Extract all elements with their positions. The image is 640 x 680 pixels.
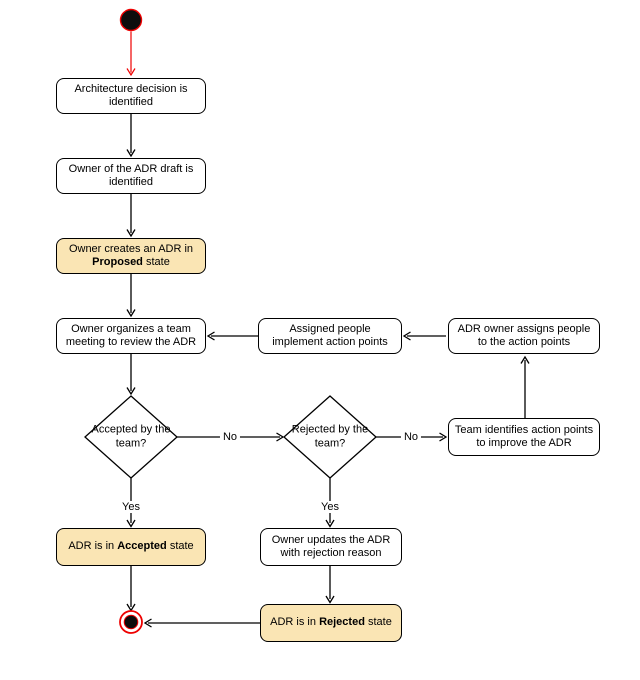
arrowhead-down-icon: [126, 387, 136, 396]
activity-owner-of-draft-identified: Owner of the ADR draft is identified: [56, 158, 206, 194]
edge-updates-to-rejected-state: [325, 566, 335, 604]
activity-architecture-decision-identified: Architecture decision is identified: [56, 78, 206, 114]
activity-label: Assigned people implement action points: [272, 322, 388, 348]
arrowhead-right-icon: [276, 432, 285, 442]
activity-owner-assigns-people: ADR owner assigns people to the action p…: [448, 318, 600, 354]
edge-label-no: No: [219, 431, 241, 443]
decision-label-rejected: Rejected by the team?: [291, 423, 369, 449]
arrowhead-down-icon: [325, 595, 335, 604]
arrowhead-down-icon: [126, 68, 136, 77]
activity-label: Owner organizes a team meeting to review…: [65, 322, 197, 348]
activity-team-identifies-action-points: Team identifies action points to improve…: [448, 418, 600, 456]
activity-label: Architecture decision is identified: [74, 82, 188, 108]
edge-action-points-to-assigns: [520, 355, 530, 418]
edge-rejected-state-to-end: [143, 618, 260, 628]
activity-label: ADR owner assigns people to the action p…: [457, 322, 591, 348]
edge-implement-to-meeting: [206, 331, 258, 341]
activity-label: Owner updates the ADR with rejection rea…: [271, 533, 391, 559]
activity-label: Owner of the ADR draft is identified: [68, 162, 194, 188]
arrowhead-left-icon: [143, 618, 152, 628]
arrowhead-right-icon: [439, 432, 448, 442]
arrowhead-down-icon: [325, 519, 335, 528]
decision-label-accepted: Accepted by the team?: [91, 423, 171, 449]
edge-accepted-yes: [126, 478, 136, 528]
arrowhead-down-icon: [126, 519, 136, 528]
edge-label-yes: Yes: [318, 501, 342, 513]
activity-label: Owner creates an ADR in Proposed state: [68, 242, 194, 268]
activity-label: ADR is in Rejected state: [270, 616, 392, 629]
edge-start-to-identified: [126, 31, 136, 77]
arrowhead-down-icon: [126, 229, 136, 238]
edge-accepted-state-to-end: [126, 566, 136, 612]
start-node: [119, 8, 143, 32]
activity-assigned-people-implement: Assigned people implement action points: [258, 318, 402, 354]
edge-label-no: No: [400, 431, 422, 443]
decision-accepted-by-team: [84, 395, 178, 479]
activity-owner-organizes-meeting: Owner organizes a team meeting to review…: [56, 318, 206, 354]
edge-assigns-to-implement: [402, 331, 446, 341]
arrowhead-down-icon: [126, 309, 136, 318]
edge-meeting-to-accepted-decision: [126, 354, 136, 396]
activity-owner-updates-adr: Owner updates the ADR with rejection rea…: [260, 528, 402, 566]
edge-identified-to-owner: [126, 114, 136, 158]
activity-label: Team identifies action points to improve…: [454, 423, 594, 449]
arrowhead-left-icon: [402, 331, 411, 341]
arrowhead-up-icon: [520, 355, 530, 364]
edge-label-yes: Yes: [119, 501, 143, 513]
arrowhead-down-icon: [126, 149, 136, 158]
activity-label: ADR is in Accepted state: [68, 540, 194, 553]
edge-proposed-to-meeting: [126, 274, 136, 318]
state-adr-accepted: ADR is in Accepted state: [56, 528, 206, 566]
edge-rejected-yes: [325, 478, 335, 528]
decision-rejected-by-team: [283, 395, 377, 479]
arrowhead-left-icon: [206, 331, 215, 341]
edge-owner-to-proposed: [126, 194, 136, 238]
end-node: [119, 610, 143, 634]
state-adr-rejected: ADR is in Rejected state: [260, 604, 402, 642]
state-adr-proposed: Owner creates an ADR in Proposed state: [56, 238, 206, 274]
